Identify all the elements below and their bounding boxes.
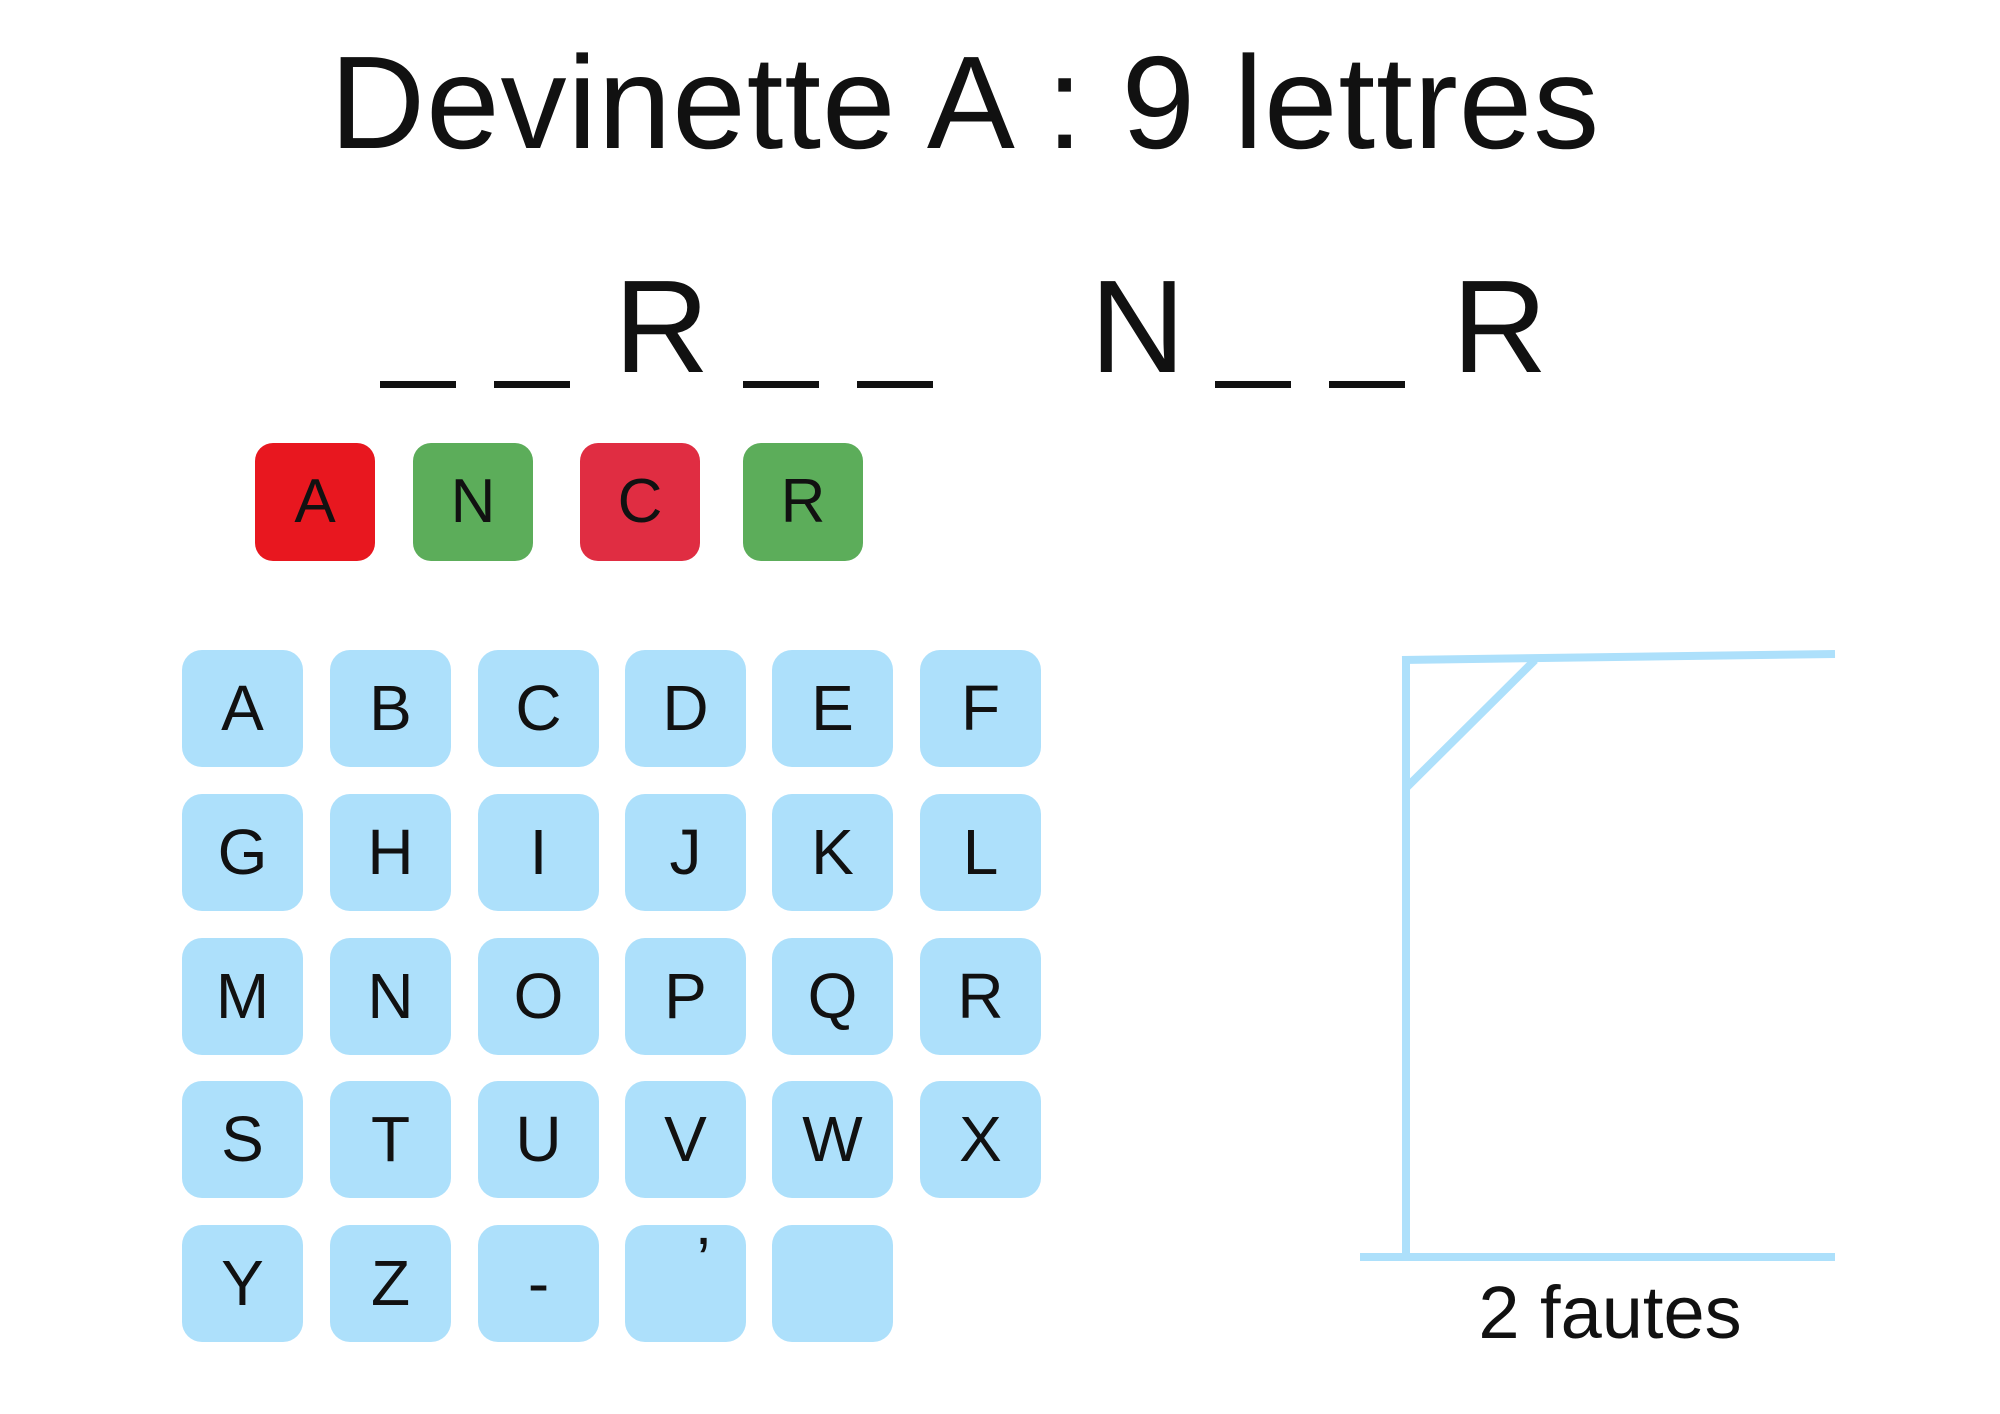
key-apostrophe[interactable]: ’ bbox=[625, 1225, 746, 1342]
blank-underline bbox=[380, 381, 456, 388]
key-l[interactable]: L bbox=[920, 794, 1041, 911]
key-z[interactable]: Z bbox=[330, 1225, 451, 1342]
key-y[interactable]: Y bbox=[182, 1225, 303, 1342]
letter-slot-4 bbox=[743, 262, 819, 392]
blank-underline bbox=[857, 381, 933, 388]
key-h[interactable]: H bbox=[330, 794, 451, 911]
key-c[interactable]: C bbox=[478, 650, 599, 767]
used-letter-c: C bbox=[580, 443, 700, 561]
used-letter-n: N bbox=[413, 443, 533, 561]
letter-slot-1 bbox=[380, 262, 456, 392]
blank-underline bbox=[1215, 381, 1291, 388]
key-q[interactable]: Q bbox=[772, 938, 893, 1055]
key-a[interactable]: A bbox=[182, 650, 303, 767]
key-x[interactable]: X bbox=[920, 1081, 1041, 1198]
used-letter-r: R bbox=[743, 443, 863, 561]
key-r[interactable]: R bbox=[920, 938, 1041, 1055]
fault-counter: 2 fautes bbox=[1478, 1271, 1742, 1354]
key-s[interactable]: S bbox=[182, 1081, 303, 1198]
letter-slot-2 bbox=[494, 262, 570, 392]
key-b[interactable]: B bbox=[330, 650, 451, 767]
key-p[interactable]: P bbox=[625, 938, 746, 1055]
page-title: Devinette A : 9 lettres bbox=[329, 29, 1601, 176]
key-e[interactable]: E bbox=[772, 650, 893, 767]
letter-slot-5 bbox=[857, 262, 933, 392]
used-letter-a: A bbox=[255, 443, 375, 561]
letter-slot-7 bbox=[1215, 262, 1291, 392]
blank-underline bbox=[1329, 381, 1405, 388]
word-display: R N R bbox=[0, 0, 2000, 420]
blank-underline bbox=[494, 381, 570, 388]
key-m[interactable]: M bbox=[182, 938, 303, 1055]
key-t[interactable]: T bbox=[330, 1081, 451, 1198]
gallows-beam bbox=[1401, 650, 1836, 664]
key-u[interactable]: U bbox=[478, 1081, 599, 1198]
key-o[interactable]: O bbox=[478, 938, 599, 1055]
key-hyphen[interactable]: - bbox=[478, 1225, 599, 1342]
key-g[interactable]: G bbox=[182, 794, 303, 911]
blank-underline bbox=[743, 381, 819, 388]
key-v[interactable]: V bbox=[625, 1081, 746, 1198]
letter-slot-3: R bbox=[614, 253, 710, 400]
key-f[interactable]: F bbox=[920, 650, 1041, 767]
key-w[interactable]: W bbox=[772, 1081, 893, 1198]
gallows-brace bbox=[1403, 657, 1538, 791]
letter-slot-9: R bbox=[1452, 253, 1548, 400]
key-n[interactable]: N bbox=[330, 938, 451, 1055]
gallows-drawing bbox=[1360, 650, 1836, 1261]
key-k[interactable]: K bbox=[772, 794, 893, 911]
key-i[interactable]: I bbox=[478, 794, 599, 911]
letter-slot-8 bbox=[1329, 262, 1405, 392]
key-blank[interactable] bbox=[772, 1225, 893, 1342]
key-j[interactable]: J bbox=[625, 794, 746, 911]
letter-slot-6: N bbox=[1090, 253, 1186, 400]
key-d[interactable]: D bbox=[625, 650, 746, 767]
